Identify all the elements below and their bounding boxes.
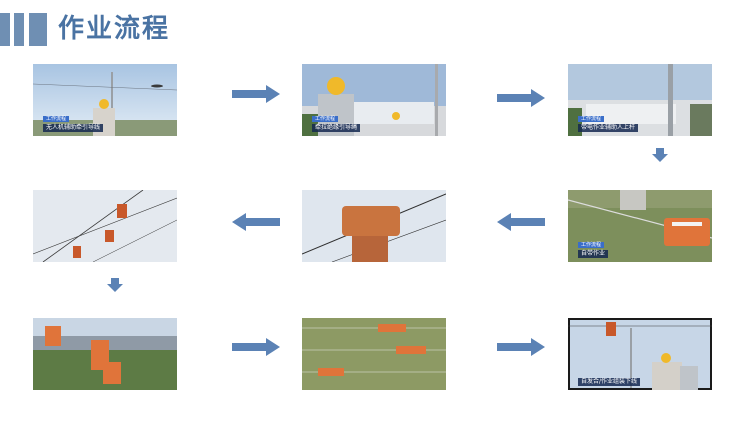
step-tag: 工作流程	[43, 116, 70, 122]
arrow-down-icon	[107, 278, 123, 292]
step-photo-6	[33, 190, 177, 262]
ground-assembly-image	[568, 190, 712, 262]
step-photo-2: 工作流程 牵拉绝缘引导绳	[302, 64, 446, 136]
step-caption: 带电作业辅助人上杆	[578, 124, 639, 132]
title-bar-1	[0, 13, 10, 46]
step-tag: 工作流程	[312, 116, 339, 122]
step-photo-9: 自发合/作业组装下线	[568, 318, 712, 390]
step-photo-5	[302, 190, 446, 262]
arrow-right-icon	[497, 89, 545, 107]
arrow-left-icon	[497, 213, 545, 231]
step-photo-4: 工作流程 自带作业	[568, 190, 712, 262]
title-bar-3	[29, 13, 47, 46]
step-photo-8	[302, 318, 446, 390]
arrow-left-icon	[232, 213, 280, 231]
title-decoration	[0, 13, 50, 46]
arrow-right-icon	[232, 85, 280, 103]
installed-markers-image	[33, 318, 177, 390]
step-tag: 工作流程	[578, 242, 605, 248]
arrow-right-icon	[497, 338, 545, 356]
step-caption: 无人机辅助牵引导线	[43, 124, 104, 132]
step-photo-3: 工作流程 带电作业辅助人上杆	[568, 64, 712, 136]
step-tag: 工作流程	[578, 116, 605, 122]
step-photo-7	[33, 318, 177, 390]
step-caption: 自发合/作业组装下线	[578, 378, 641, 386]
worker-scene-image	[302, 64, 446, 136]
step-caption: 牵拉绝缘引导绳	[312, 124, 361, 132]
page-title: 作业流程	[58, 14, 171, 44]
arrow-right-icon	[232, 338, 280, 356]
arrow-down-icon	[652, 148, 668, 162]
final-inspection-image	[568, 318, 712, 390]
step-caption: 自带作业	[578, 250, 609, 258]
line-markers-image	[33, 190, 177, 262]
aerial-view-image	[302, 318, 446, 390]
step-photo-1: 工作流程 无人机辅助牵引导线	[33, 64, 177, 136]
title-bar-2	[14, 13, 24, 46]
marker-closeup-image	[302, 190, 446, 262]
